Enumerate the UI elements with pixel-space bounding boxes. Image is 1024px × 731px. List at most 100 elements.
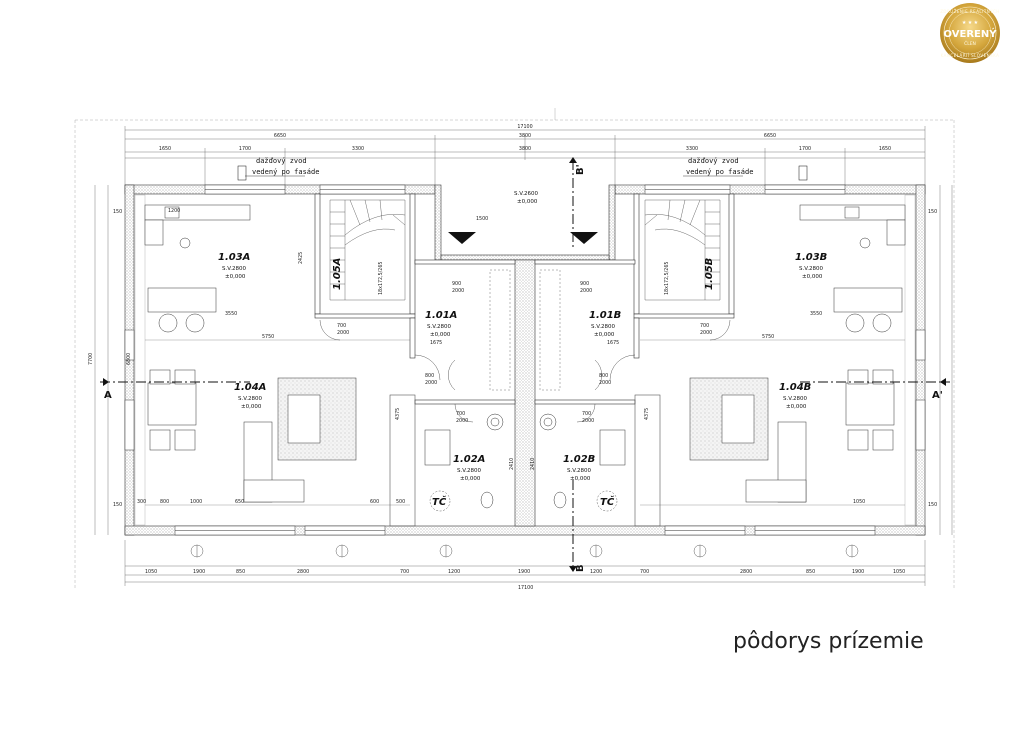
heat-pump-label-b: TČ bbox=[600, 494, 615, 508]
svg-text:150: 150 bbox=[928, 209, 937, 215]
svg-text:S.V.2800: S.V.2800 bbox=[427, 324, 452, 330]
stairs-b bbox=[644, 199, 721, 301]
room-1-03b-id: 1.03B bbox=[795, 252, 827, 263]
svg-text:900: 900 bbox=[452, 281, 461, 287]
svg-text:1700: 1700 bbox=[239, 146, 251, 152]
svg-text:ZDRUŽENIE REALITNÝCH: ZDRUŽENIE REALITNÝCH bbox=[940, 9, 1000, 14]
svg-text:2000: 2000 bbox=[425, 380, 437, 386]
kitchen-a bbox=[144, 204, 251, 333]
svg-text:650: 650 bbox=[235, 499, 244, 505]
svg-text:17100: 17100 bbox=[518, 585, 533, 591]
room-1-04b-id: 1.04B bbox=[779, 382, 811, 393]
svg-text:150: 150 bbox=[113, 209, 122, 215]
dimension-labels-top: 17100 6650 3800 6650 1650 1700 3300 3800… bbox=[159, 124, 891, 152]
svg-text:3300: 3300 bbox=[686, 146, 698, 152]
svg-text:700: 700 bbox=[582, 411, 591, 417]
windows bbox=[124, 184, 926, 536]
svg-text:±0,000: ±0,000 bbox=[241, 404, 262, 410]
svg-text:1900: 1900 bbox=[193, 569, 205, 575]
svg-text:4375: 4375 bbox=[644, 408, 650, 420]
room-1-04a-id: 1.04A bbox=[234, 382, 266, 393]
svg-text:±0,000: ±0,000 bbox=[786, 404, 807, 410]
living-a bbox=[147, 369, 357, 503]
room-1-02a-id: 1.02A bbox=[453, 454, 485, 465]
svg-text:800: 800 bbox=[160, 499, 169, 505]
stair-note-b: 18x172,5/265 bbox=[664, 262, 670, 295]
interior-walls bbox=[314, 193, 735, 527]
svg-text:vedený po fasáde: vedený po fasáde bbox=[252, 168, 319, 176]
svg-text:S.V.2800: S.V.2800 bbox=[591, 324, 616, 330]
verified-member-badge: ZDRUŽENIE REALITNÝCH OVERENÝ ČLEN KANCEL… bbox=[940, 3, 1000, 63]
section-arrows bbox=[103, 157, 946, 572]
section-label-b: B bbox=[575, 564, 586, 572]
svg-text:2000: 2000 bbox=[337, 330, 349, 336]
svg-text:300: 300 bbox=[137, 499, 146, 505]
svg-text:700: 700 bbox=[700, 323, 709, 329]
svg-text:2000: 2000 bbox=[456, 418, 468, 424]
svg-text:3800: 3800 bbox=[519, 146, 531, 152]
svg-text:±0,000: ±0,000 bbox=[517, 199, 538, 205]
svg-text:1650: 1650 bbox=[879, 146, 891, 152]
entrance-arrows bbox=[448, 232, 598, 244]
door-swings bbox=[319, 319, 731, 423]
room-1-03a-id: 1.03A bbox=[218, 252, 250, 263]
svg-text:1900: 1900 bbox=[518, 569, 530, 575]
svg-text:2000: 2000 bbox=[452, 288, 464, 294]
svg-text:2800: 2800 bbox=[740, 569, 752, 575]
svg-text:±0,000: ±0,000 bbox=[225, 274, 246, 280]
svg-text:dažďový zvod: dažďový zvod bbox=[256, 157, 307, 165]
svg-text:7700: 7700 bbox=[88, 353, 94, 365]
svg-text:S.V.2800: S.V.2800 bbox=[457, 468, 482, 474]
svg-text:800: 800 bbox=[425, 373, 434, 379]
svg-text:S.V.2800: S.V.2800 bbox=[238, 396, 263, 402]
svg-text:1700: 1700 bbox=[799, 146, 811, 152]
svg-text:S.V.2800: S.V.2800 bbox=[799, 266, 824, 272]
svg-text:±0,000: ±0,000 bbox=[430, 332, 451, 338]
room-1-01a-id: 1.01A bbox=[425, 310, 457, 321]
room-1-05b-id: 1.05B bbox=[704, 258, 715, 290]
svg-text:S.V.2600: S.V.2600 bbox=[514, 191, 539, 197]
door-labels: 800 2000 700 2000 900 2000 700 2000 900 … bbox=[337, 281, 712, 424]
svg-text:850: 850 bbox=[236, 569, 245, 575]
svg-text:1050: 1050 bbox=[893, 569, 905, 575]
svg-text:dažďový zvod: dažďový zvod bbox=[688, 157, 739, 165]
svg-text:1500: 1500 bbox=[476, 216, 488, 222]
svg-text:S.V.2800: S.V.2800 bbox=[222, 266, 247, 272]
svg-text:OVERENÝ: OVERENÝ bbox=[944, 27, 998, 40]
dimension-lines-bottom bbox=[124, 540, 926, 586]
section-label-b2: B' bbox=[575, 164, 586, 175]
section-label-a2: A' bbox=[932, 390, 943, 401]
svg-text:800: 800 bbox=[599, 373, 608, 379]
inner-dimensions: 5750 5750 3550 3550 1675 1675 4375 4375 … bbox=[137, 208, 905, 506]
dimension-labels-bottom: 1050 1900 850 2800 700 1200 1900 1200 70… bbox=[145, 569, 905, 591]
svg-text:3550: 3550 bbox=[810, 311, 822, 317]
svg-text:S.V.2800: S.V.2800 bbox=[567, 468, 592, 474]
gutter-notes: dažďový zvod vedený po fasáde dažďový zv… bbox=[237, 157, 808, 205]
svg-text:3550: 3550 bbox=[225, 311, 237, 317]
svg-text:6800: 6800 bbox=[126, 353, 132, 365]
svg-text:1675: 1675 bbox=[430, 340, 442, 346]
star-icon: ★ ★ ★ bbox=[962, 20, 979, 26]
svg-text:850: 850 bbox=[806, 569, 815, 575]
section-lines bbox=[100, 160, 950, 570]
axis-markers bbox=[190, 544, 859, 558]
svg-text:3300: 3300 bbox=[352, 146, 364, 152]
kitchen-b bbox=[799, 204, 906, 333]
svg-text:1050: 1050 bbox=[853, 499, 865, 505]
svg-text:1200: 1200 bbox=[448, 569, 460, 575]
svg-text:±0,000: ±0,000 bbox=[594, 332, 615, 338]
svg-text:2410: 2410 bbox=[530, 458, 536, 470]
svg-text:1000: 1000 bbox=[190, 499, 202, 505]
dimension-lines-top bbox=[124, 126, 926, 185]
svg-text:1650: 1650 bbox=[159, 146, 171, 152]
svg-text:17100: 17100 bbox=[517, 124, 532, 130]
living-b bbox=[689, 369, 895, 503]
svg-text:±0,000: ±0,000 bbox=[802, 274, 823, 280]
heat-pump-label-a: TČ bbox=[432, 494, 447, 508]
svg-text:3800: 3800 bbox=[519, 133, 531, 139]
svg-text:±0,000: ±0,000 bbox=[460, 476, 481, 482]
svg-text:5750: 5750 bbox=[262, 334, 274, 340]
svg-text:6650: 6650 bbox=[274, 133, 286, 139]
svg-text:ČLEN: ČLEN bbox=[964, 40, 976, 47]
svg-text:1050: 1050 bbox=[145, 569, 157, 575]
